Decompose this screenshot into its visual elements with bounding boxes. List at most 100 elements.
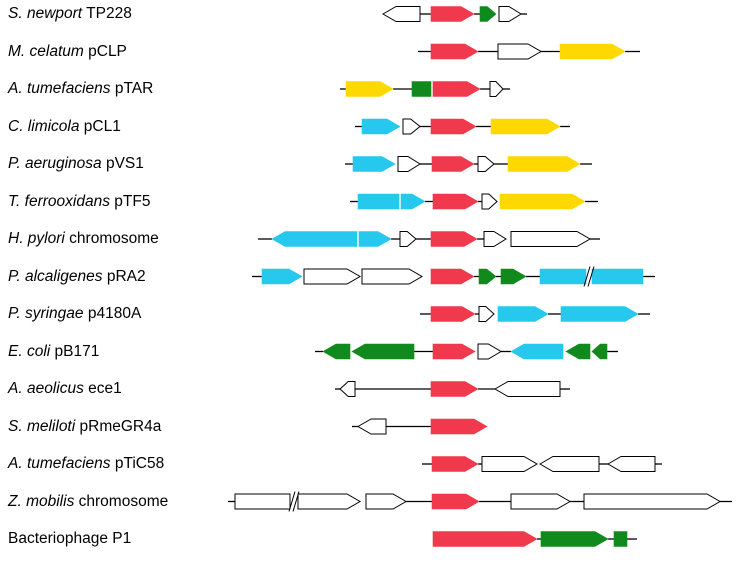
gene-arrow-white (483, 231, 507, 247)
gene-arrow-white (481, 193, 498, 210)
gene-arrow-red (432, 81, 481, 97)
gene-arrow-green (478, 268, 497, 285)
gene-row (432, 531, 637, 547)
species-name: P. aeruginosa (8, 155, 102, 172)
gene-row (381, 6, 527, 22)
gene-row (352, 418, 488, 435)
gene-row (340, 81, 510, 97)
sequence-break-mark (583, 266, 591, 287)
sequence-break-mark (292, 491, 300, 512)
gene-arrow-blue (271, 231, 358, 247)
gene-row (355, 118, 570, 135)
gene-arrow-green (500, 268, 527, 285)
gene-arrow-blue (591, 268, 644, 285)
gene-arrow-red (430, 118, 477, 135)
genetic-element: pCLP (88, 42, 127, 60)
organism-label: Bacteriophage P1 (8, 529, 131, 549)
gene-arrow-blue (357, 193, 400, 210)
organism-label: P. alcaligenes pRA2 (8, 267, 146, 287)
organism-label: A. tumefaciens pTAR (8, 79, 153, 99)
gene-row (422, 456, 662, 472)
gene-arrow-blue (497, 306, 549, 322)
species-name: P. alcaligenes (8, 267, 103, 285)
gene-row (350, 193, 598, 210)
species-name: M. celatum (8, 42, 84, 60)
gene-row (258, 231, 600, 247)
genetic-element: pTiC58 (114, 455, 165, 472)
gene-arrow-green (591, 343, 608, 360)
organism-label: H. pylori chromosome (8, 229, 159, 249)
gene-arrow-white (510, 231, 592, 247)
genetic-element: chromosome (78, 492, 169, 510)
gene-arrow-blue (560, 306, 639, 322)
genetic-element: ece1 (88, 380, 122, 397)
gene-arrow-yellow (345, 81, 394, 97)
gene-arrow-green (565, 343, 591, 360)
gene-arrow-white (498, 6, 522, 22)
gene-arrow-white (538, 456, 600, 472)
organism-label: E. coli pB171 (8, 342, 99, 362)
gene-arrow-red (432, 343, 476, 360)
gene-arrow-red (430, 6, 475, 22)
gene-row (335, 381, 570, 397)
gene-arrow-white (381, 6, 421, 22)
gene-row (315, 343, 618, 360)
genetic-element: pRmeGR4a (79, 417, 162, 435)
sequence-break-mark (288, 491, 296, 512)
gene-arrow-red (431, 456, 479, 472)
genetic-element: pRA2 (106, 267, 146, 285)
organism-label: S. newport TP228 (8, 4, 132, 24)
species-name: A. tumefaciens (8, 80, 111, 97)
genetic-element: pVS1 (105, 155, 144, 172)
gene-arrow-yellow (559, 43, 626, 60)
gene-row (345, 156, 592, 172)
gene-arrow-red (430, 418, 488, 435)
organism-label: Z. mobilis chromosome (8, 492, 168, 512)
species-name: S. newport (8, 5, 83, 22)
species-name: P. syringae (8, 305, 84, 322)
gene-arrow-white (361, 268, 424, 285)
gene-arrow-white (477, 156, 495, 172)
organism-label: P. aeruginosa pVS1 (8, 154, 144, 174)
gene-arrow-green (540, 531, 609, 547)
organism-label: M. celatum pCLP (8, 42, 127, 62)
gene-arrow-green (411, 81, 432, 97)
species-name: S. meliloti (8, 417, 76, 435)
gene-arrow-white (297, 493, 362, 510)
gene-arrow-white (397, 156, 421, 172)
gene-arrow-blue (352, 156, 396, 172)
organism-label: S. meliloti pRmeGR4a (8, 417, 161, 437)
gene-arrow-green (351, 343, 415, 360)
gene-arrow-yellow (507, 156, 581, 172)
gene-arrow-red (430, 306, 476, 322)
gene-arrow-yellow (499, 193, 586, 210)
gene-arrow-white (356, 418, 387, 435)
gene-arrow-blue (400, 193, 426, 210)
gene-arrow-green (322, 343, 351, 360)
gene-arrow-white (399, 231, 417, 247)
gene-arrow-blue (361, 118, 401, 135)
gene-arrow-white (303, 268, 362, 285)
species-name: A. aeolicus (8, 380, 84, 397)
gene-arrow-white (477, 343, 502, 360)
genetic-element: pTF5 (114, 192, 151, 210)
gene-arrow-white (510, 493, 572, 510)
gene-arrow-white (234, 493, 291, 510)
gene-arrow-red (431, 156, 475, 172)
genetic-element: p4180A (87, 305, 142, 322)
gene-arrow-white (339, 381, 356, 397)
gene-arrow-blue (358, 231, 392, 247)
species-name: C. limicola (8, 117, 80, 135)
species-name: T. ferrooxidans (8, 192, 110, 210)
gene-arrow-red (432, 531, 538, 547)
gene-row (252, 266, 655, 287)
gene-arrow-red (430, 231, 478, 247)
gene-arrow-red (430, 381, 479, 397)
organism-label: T. ferrooxidans pTF5 (8, 192, 150, 212)
gene-arrow-white (583, 493, 722, 510)
gene-arrow-white (606, 456, 656, 472)
genetic-element: pCL1 (83, 117, 121, 135)
genetic-element: chromosome (69, 230, 159, 247)
